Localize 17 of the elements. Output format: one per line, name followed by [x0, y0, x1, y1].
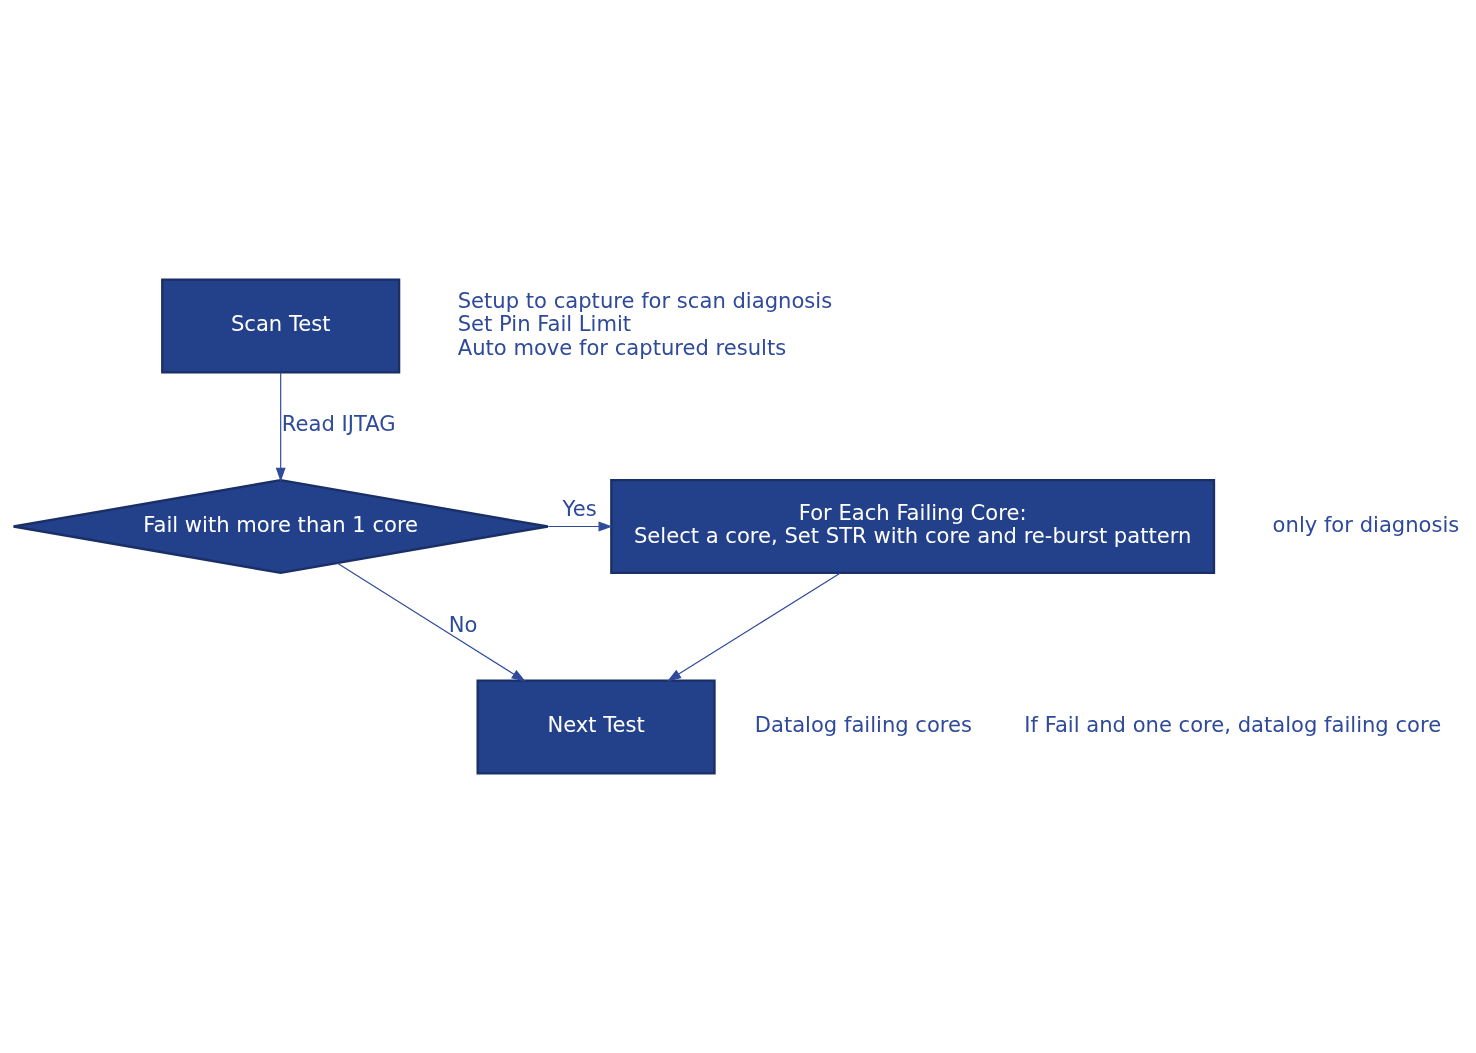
label: If Fail and one core, datalog failing core	[1024, 712, 1442, 738]
node-label: Set Pin Fail Limit	[457, 311, 632, 337]
node-box: Next Test	[476, 679, 716, 775]
node-label: Auto move for captured results	[457, 334, 787, 360]
edge-label: No	[448, 611, 478, 637]
arrow	[547, 521, 613, 532]
arrow	[275, 372, 286, 482]
node-box: Scan Test	[161, 278, 401, 374]
node-label: Setup to capture for scan diagnosis	[457, 287, 833, 313]
arrow	[336, 562, 526, 682]
node-box: For Each Failing Core: Select a core, Set STR with core and re-burst pattern	[610, 479, 1216, 574]
edge-label: Read IJTAG	[281, 411, 396, 437]
node-diamond: Fail with more than 1 core	[12, 479, 549, 574]
node-label: only for diagnosis	[1272, 511, 1460, 537]
arrow	[667, 572, 841, 682]
label: Datalog failing cores	[754, 712, 973, 738]
edge-label: Yes	[562, 496, 597, 522]
